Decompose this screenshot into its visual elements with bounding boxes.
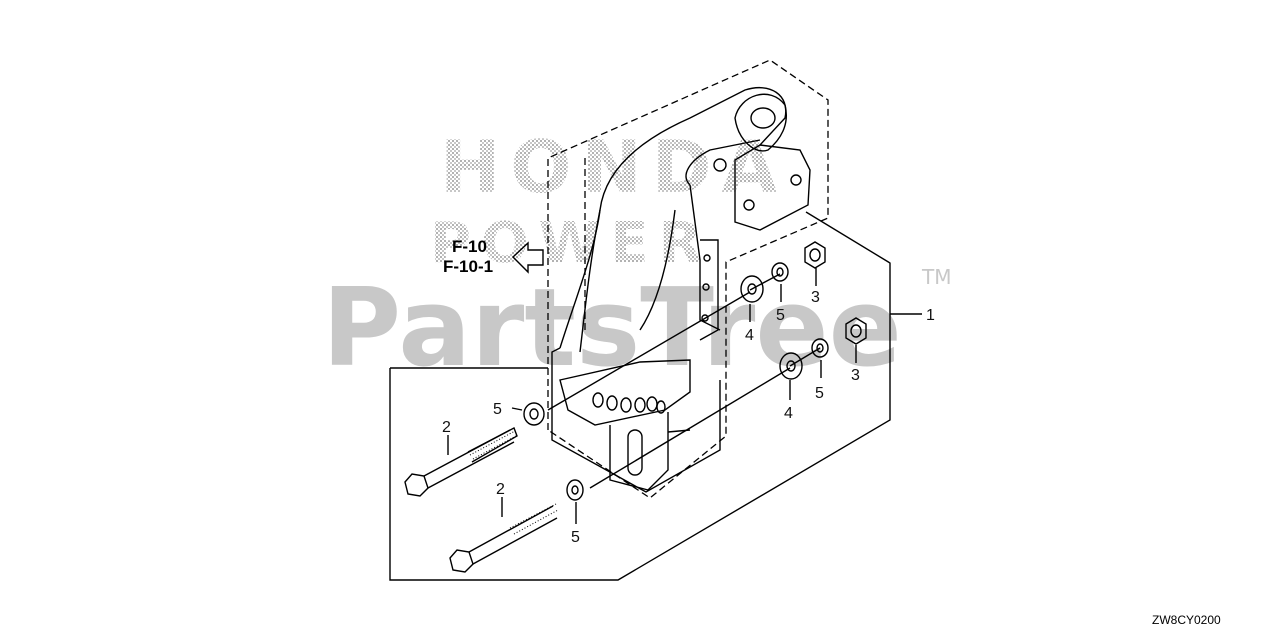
reference-arrow: F-10 F-10-1 [443, 237, 544, 276]
swivel-bracket [551, 86, 811, 493]
callout-5-lower-right: 5 [815, 385, 824, 402]
callout-3-lower: 3 [851, 367, 860, 384]
reference-f10: F-10 [452, 237, 487, 256]
callout-4-lower: 4 [784, 405, 793, 422]
washer-5-lower-right [811, 338, 829, 358]
callout-2-lower: 2 [496, 481, 505, 498]
callout-4-upper: 4 [745, 327, 754, 344]
washer-5-lower-left [566, 479, 584, 501]
callout-2-upper: 2 [442, 419, 451, 436]
washer-5-upper-right [771, 262, 789, 282]
washer-4-upper [740, 275, 764, 303]
callout-5-upper-right: 5 [776, 307, 785, 324]
watermark-brand-top: HONDA [440, 125, 787, 209]
callout-1: 1 [926, 307, 935, 324]
watermark-brand-main: PartsTree [322, 266, 902, 391]
washer-5-upper-left [523, 402, 545, 426]
bolt-upper [404, 427, 518, 497]
callout-5-lower-left: 5 [571, 529, 580, 546]
watermark-trademark: TM [921, 265, 951, 289]
arrow-left-icon [511, 241, 544, 274]
assembly-frame [389, 211, 922, 581]
washer-4-lower [779, 352, 803, 380]
watermark-brand-mid: POWER [430, 211, 712, 276]
callout-5-upper-left: 5 [493, 401, 502, 418]
watermark: HONDA POWER PartsTree TM [322, 125, 951, 391]
diagram-code: ZW8CY0200 [1152, 613, 1221, 627]
nut-3-lower [845, 317, 867, 345]
nut-3-upper [804, 241, 826, 269]
reference-f10-1: F-10-1 [443, 257, 493, 276]
bracket-group-outline [547, 59, 829, 499]
hardware [404, 241, 867, 573]
callout-labels: 1 2 2 3 3 4 4 5 5 5 5 [442, 289, 935, 546]
callout-3-upper: 3 [811, 289, 820, 306]
bolt-lower [449, 503, 559, 573]
